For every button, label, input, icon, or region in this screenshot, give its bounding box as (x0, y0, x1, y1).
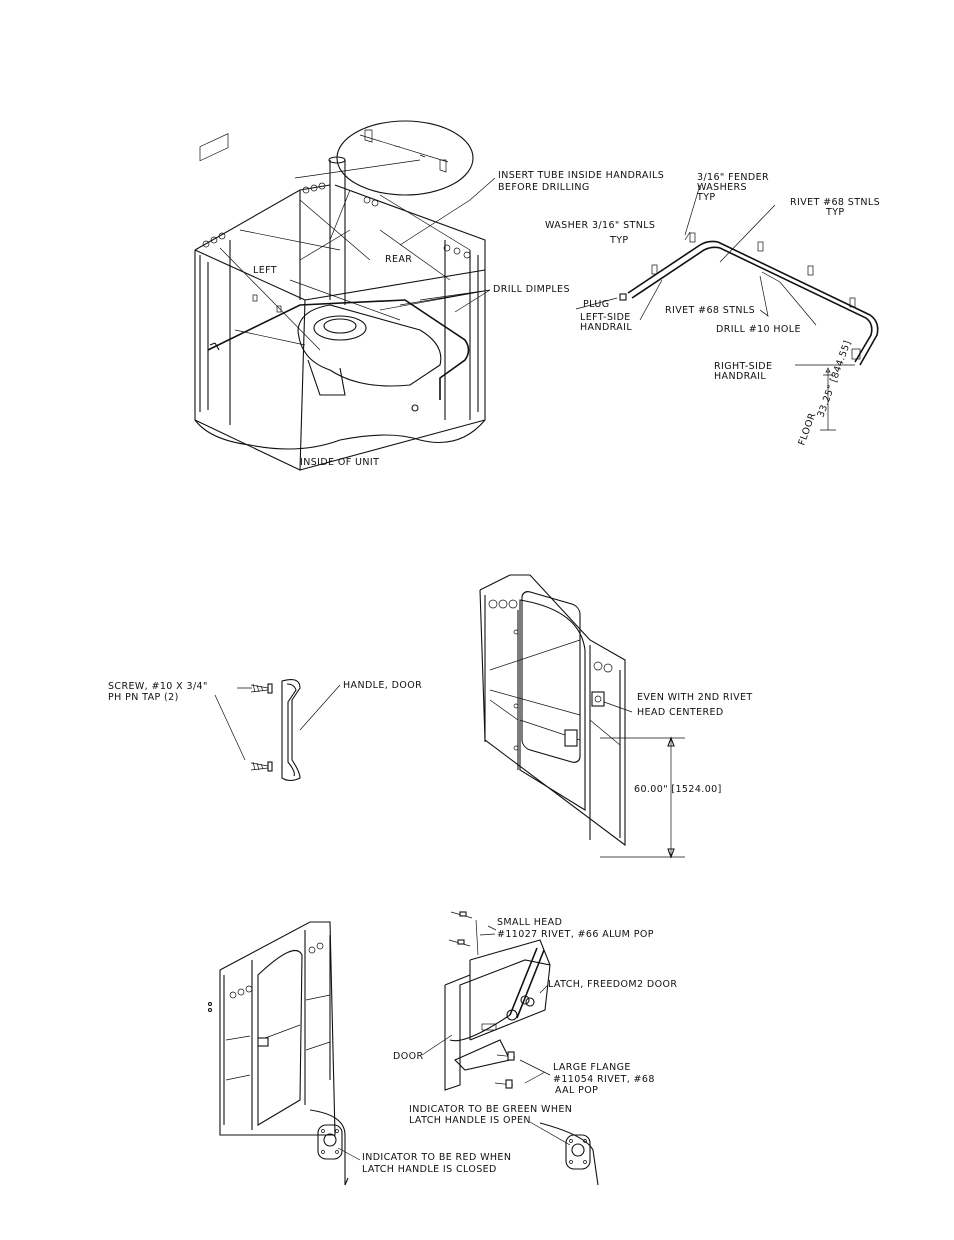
washer-stnls-1: WASHER 3/16" STNLS (545, 220, 655, 231)
screw-bottom (250, 761, 273, 772)
rivet-stnls: RIVET #68 STNLS (665, 305, 755, 316)
door-inner-frame (521, 591, 581, 763)
large-flange-1: LARGE FLANGE (553, 1062, 631, 1073)
latch-body (444, 959, 551, 1091)
door-mount-drawing (479, 574, 685, 859)
door-panel (479, 574, 626, 847)
right-handrail-1: RIGHT-SIDE (714, 361, 772, 372)
handrail-tube-inner (631, 246, 873, 363)
indicator-green-1: INDICATOR TO BE GREEN WHEN (409, 1104, 572, 1115)
even-rivet-note-1: EVEN WITH 2ND RIVET (637, 692, 753, 703)
small-head-2: #11027 RIVET, #66 ALUM POP (497, 929, 654, 940)
vent-left (199, 133, 229, 248)
handle-note: HANDLE, DOOR (343, 680, 422, 691)
fender-washers-3: TYP (696, 192, 716, 203)
vent-latch (229, 942, 324, 999)
latch-label: LATCH, FREEDOM2 DOOR (548, 979, 677, 990)
washer-stnls-2: TYP (609, 235, 629, 246)
screw-top (250, 683, 273, 694)
floor-break (194, 419, 486, 450)
screw-note-1: SCREW, #10 X 3/4" (108, 681, 208, 692)
inside-unit-drawing (194, 120, 496, 471)
door-assembly (219, 921, 336, 1136)
floor-label: FLOOR (796, 411, 818, 447)
plug (619, 293, 627, 301)
door-handle-drawing (214, 679, 341, 782)
indicator-green-2: LATCH HANDLE IS OPEN (409, 1115, 531, 1126)
indicator-green (529, 1121, 599, 1186)
left-handrail-1: LEFT-SIDE (580, 312, 631, 323)
indicator-red-2: LATCH HANDLE IS CLOSED (362, 1164, 497, 1175)
left-handrail-2: HANDRAIL (580, 322, 632, 333)
handrail-tube (627, 240, 879, 366)
note-insert-tube-1: INSERT TUBE INSIDE HANDRAILS (498, 170, 664, 181)
rivet-stnls-typ-2: TYP (825, 207, 845, 218)
toilet-seat (297, 304, 442, 387)
fender-washers-1: 3/16" FENDER (697, 172, 769, 183)
label-left: LEFT (253, 265, 277, 276)
small-head-1: SMALL HEAD (497, 917, 562, 928)
label-rear: REAR (385, 254, 412, 265)
drill-hole: DRILL #10 HOLE (716, 324, 801, 335)
handrail-drawing (575, 184, 879, 431)
fender-washers-2: WASHERS (697, 182, 747, 193)
mounted-handle (564, 729, 578, 747)
even-rivet-note-2: HEAD CENTERED (637, 707, 724, 718)
caption-inside-unit: INSIDE OF UNIT (300, 457, 379, 468)
right-handrail-2: HANDRAIL (714, 371, 766, 382)
indicator-red-1: INDICATOR TO BE RED WHEN (362, 1152, 511, 1163)
mark-position (591, 691, 605, 707)
left-wall (194, 249, 306, 471)
door-height-dimension: 60.00" [1524.00] (634, 784, 722, 795)
large-flange-2: #11054 RIVET, #68 (553, 1074, 655, 1085)
height-dimension: 33.25" [844.55] (815, 339, 853, 419)
indicator-red (309, 1109, 361, 1186)
screw-note-2: PH PN TAP (2) (108, 692, 179, 703)
latch-door-drawing (207, 911, 599, 1186)
door-handle (281, 679, 301, 782)
rivet-stnls-typ-1: RIVET #68 STNLS (790, 197, 880, 208)
door-label: DOOR (393, 1051, 423, 1062)
vent-top (488, 599, 613, 673)
large-flange-3: AAL POP (555, 1085, 598, 1096)
detail-bubble (336, 120, 474, 196)
vent-rear (302, 182, 471, 259)
note-drill-dimples: DRILL DIMPLES (493, 284, 570, 295)
note-insert-tube-2: BEFORE DRILLING (498, 182, 590, 193)
plug-label: PLUG (583, 299, 609, 310)
